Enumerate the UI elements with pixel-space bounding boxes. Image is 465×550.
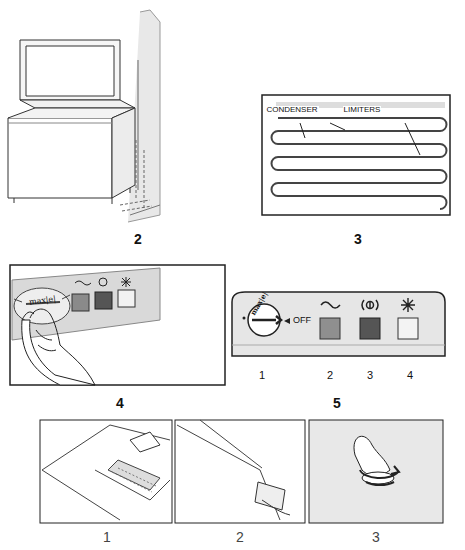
figure-number: 3 <box>354 232 362 246</box>
step-number: 3 <box>372 530 380 544</box>
coil-run <box>278 118 447 131</box>
part-label: LIMITERS <box>343 106 382 114</box>
callout-number: 1 <box>259 370 265 381</box>
coil-run <box>278 144 447 157</box>
condenser-frame <box>262 95 450 215</box>
knob-text: OFF <box>293 316 311 325</box>
coil-run <box>272 183 440 196</box>
control-panel-photo <box>10 265 225 385</box>
figure-number: 2 <box>134 232 142 246</box>
coil-run <box>272 157 440 170</box>
part-label: CONDENSER <box>265 106 318 114</box>
leader-line <box>300 123 420 155</box>
coil-run <box>278 196 447 209</box>
step-panels <box>40 420 443 523</box>
callout-number: 4 <box>407 370 413 381</box>
figure-number: 5 <box>333 396 341 410</box>
coil-run <box>278 170 447 183</box>
freezer-illustration <box>8 10 160 222</box>
figure-number: 4 <box>116 396 124 410</box>
callout-number: 3 <box>367 370 373 381</box>
step-number: 2 <box>236 530 244 544</box>
condenser-coil <box>272 118 447 209</box>
step-number: 1 <box>103 530 111 544</box>
coil-run <box>272 131 440 144</box>
callout-number: 2 <box>327 370 333 381</box>
